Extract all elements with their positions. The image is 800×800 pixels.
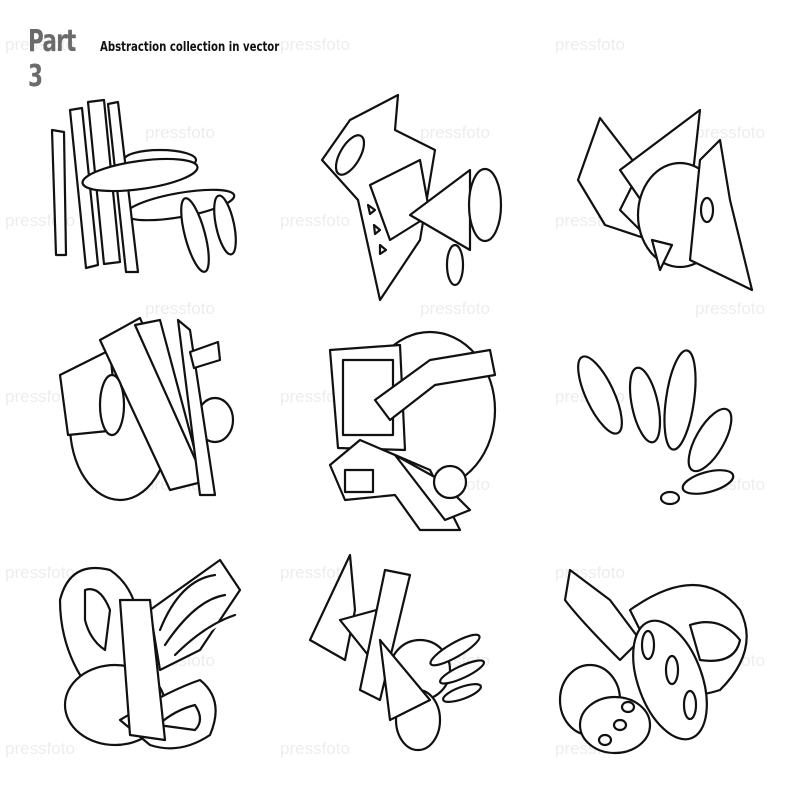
abstract-figure-6 bbox=[577, 349, 735, 506]
abstract-figure-9 bbox=[558, 568, 748, 755]
abstract-figure-8 bbox=[308, 553, 485, 752]
abstract-figure-2 bbox=[320, 93, 503, 302]
abstract-figure-5 bbox=[328, 330, 497, 532]
abstract-figure-7 bbox=[58, 558, 242, 750]
title-block: Part 3 Abstraction collection in vector bbox=[28, 24, 330, 94]
abstract-figure-3 bbox=[576, 108, 754, 292]
abstract-figure-4 bbox=[58, 316, 235, 502]
part-label: Part 3 bbox=[28, 24, 76, 94]
abstract-figure-1 bbox=[50, 98, 237, 274]
subtitle: Abstraction collection in vector bbox=[100, 40, 280, 55]
